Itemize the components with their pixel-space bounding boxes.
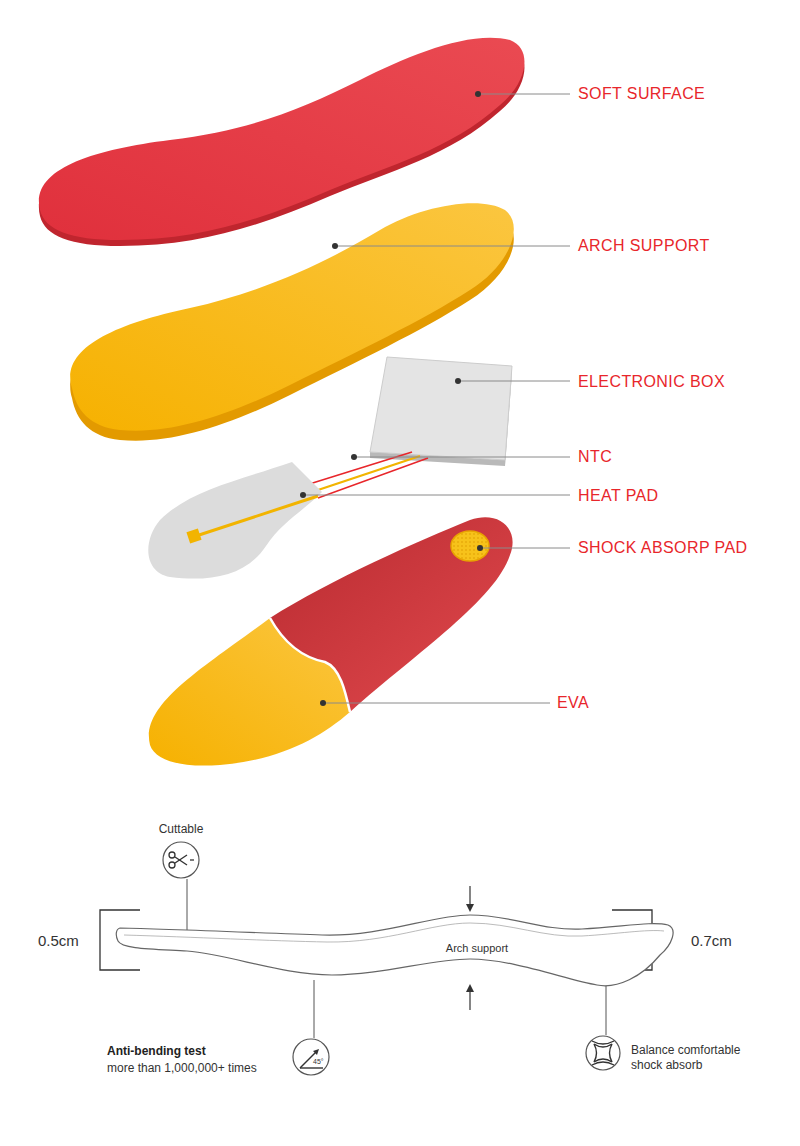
part-label: ARCH SUPPORT xyxy=(578,236,710,256)
feature-note: Balance comfortable shock absorb xyxy=(631,1043,766,1073)
part-label: SHOCK ABSORP PAD xyxy=(578,538,747,558)
insole-profile: Arch support xyxy=(112,905,682,1000)
angle-label: 45° xyxy=(313,1058,324,1066)
profile-text: Arch support xyxy=(446,941,508,955)
part-label: NTC xyxy=(578,447,612,467)
feature-label: Cuttable xyxy=(159,819,204,839)
part-label: SOFT SURFACE xyxy=(578,84,705,104)
dimension-label: 0.7cm xyxy=(691,931,732,951)
test-note: more than 1,000,000+ times xyxy=(107,1058,257,1078)
part-label: ELECTRONIC BOX xyxy=(578,372,725,392)
dimension-label: 0.5cm xyxy=(38,931,79,951)
part-label: EVA xyxy=(557,693,589,713)
test-heading: Anti-bending test xyxy=(107,1041,206,1061)
profile-outline xyxy=(112,905,682,1000)
part-label: HEAT PAD xyxy=(578,486,659,506)
